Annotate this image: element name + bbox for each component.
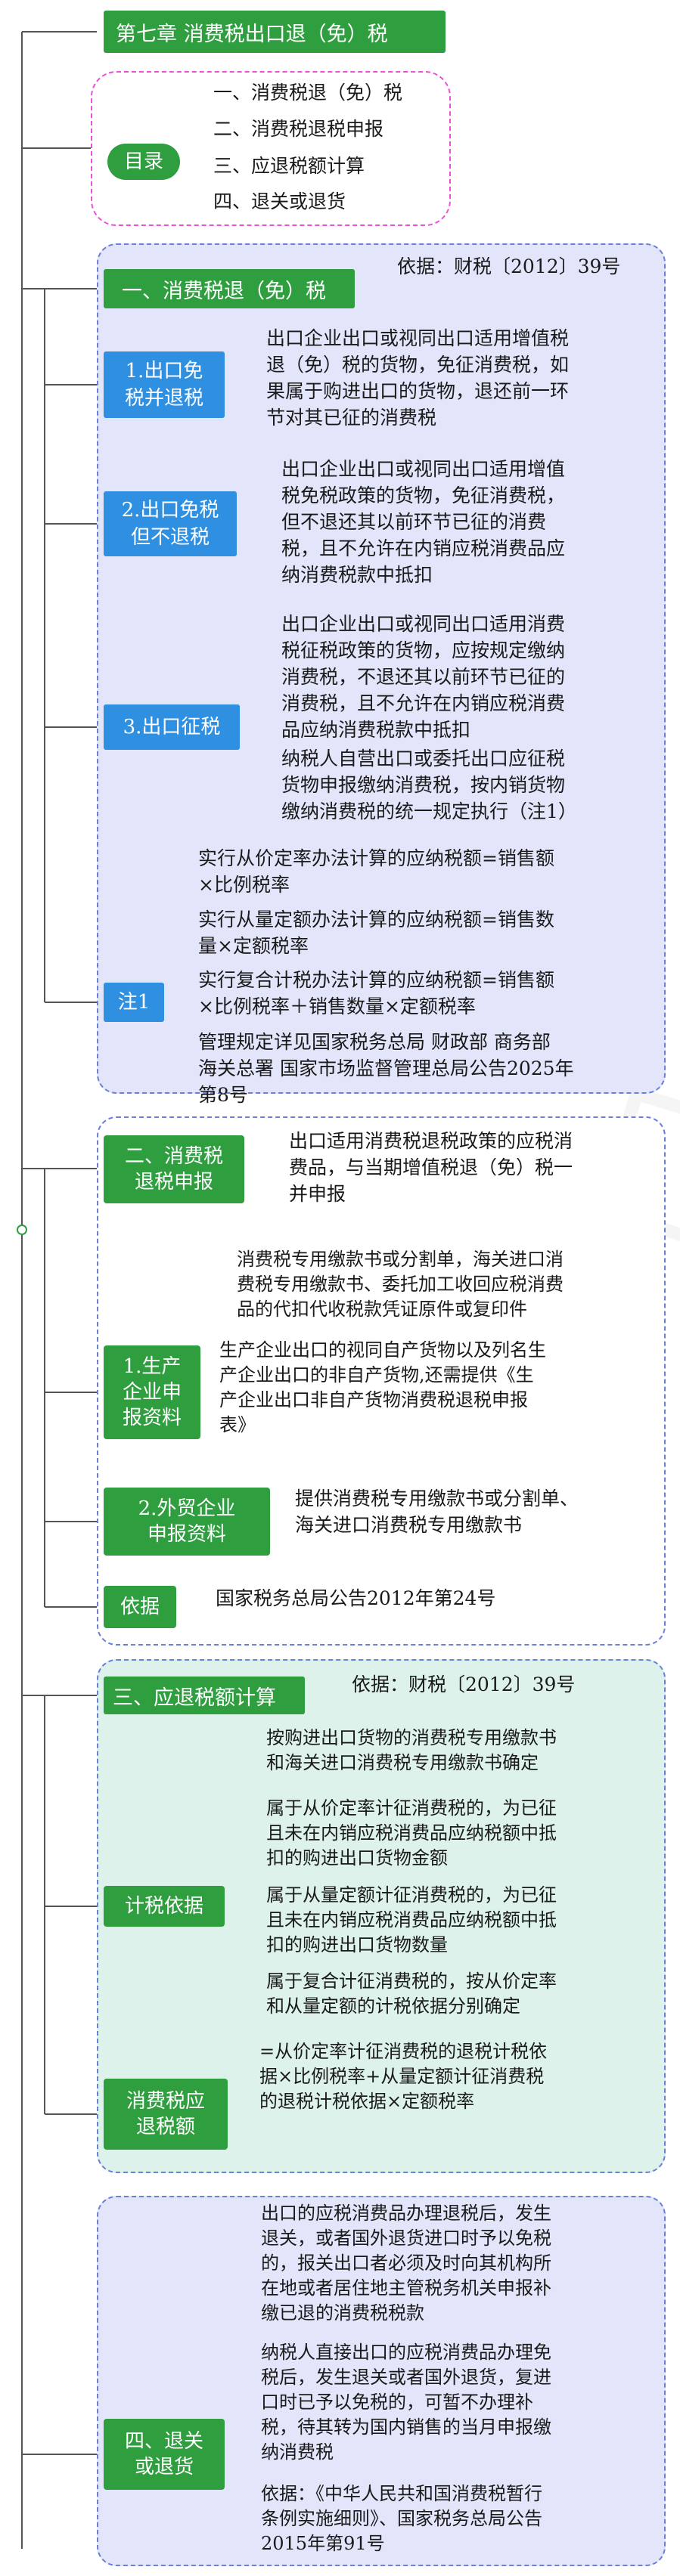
section1-node-2[interactable]: 2.出口免税但不退税 [104, 491, 237, 556]
section1-node-3-text: 出口企业出口或视同出口适用消费税征税政策的货物，应按规定缴纳消费税，不退还其以前… [281, 613, 566, 741]
section3-basis: 依据：财税〔2012〕39号 [352, 1673, 576, 1695]
tax-basis-item-3: 属于从量定额计征消费税的，为已征且未在内销应税消费品应纳税额中抵扣的购进出口货物… [266, 1884, 557, 1955]
tax-basis-item-1: 按购进出口货物的消费税专用缴款书和海关进口消费税专用缴款书确定 [266, 1727, 557, 1773]
note1-item-1: 实行从价定率办法计算的应纳税额=销售额×比例税率 [198, 847, 554, 896]
note1-item-3: 实行复合计税办法计算的应纳税额=销售额×比例税率＋销售数量×定额税率 [198, 969, 554, 1017]
section1-node-3[interactable]: 3.出口征税 [104, 704, 240, 750]
toc-item-2[interactable]: 二、消费税退税申报 [213, 118, 384, 140]
tax-basis-label[interactable]: 计税依据 [104, 1886, 225, 1927]
section4-item-1: 出口的应税消费品办理退税后，发生退关，或者国外退货进口时予以免税的，报关出口者必… [261, 2203, 551, 2324]
toc-label[interactable]: 目录 [107, 144, 180, 180]
toc-item-1[interactable]: 一、消费税退（免）税 [213, 82, 403, 104]
producer-label[interactable]: 1.生产企业申报资料 [104, 1345, 200, 1439]
collapse-toggle-icon[interactable] [17, 1225, 27, 1235]
section4-title[interactable]: 四、退关或退货 [104, 2419, 225, 2490]
refund-label[interactable]: 消费税应退税额 [104, 2079, 228, 2150]
section1-node-1[interactable]: 1.出口免税并退税 [104, 351, 225, 418]
section1-node-1-text: 出口企业出口或视同出口适用增值税退（免）税的货物，免征消费税，如果属于购进出口的… [266, 327, 570, 429]
trade-label[interactable]: 2.外贸企业申报资料 [104, 1488, 270, 1556]
section1-title[interactable]: 一、消费税退（免）税 [104, 269, 355, 308]
section2-title[interactable]: 二、消费税退税申报 [104, 1135, 244, 1203]
section1-node-2-text: 出口企业出口或视同出口适用增值税免税政策的货物，免征消费税，但不退还其以前环节已… [281, 458, 566, 586]
section3-title[interactable]: 三、应退税额计算 [104, 1677, 305, 1714]
section2-basis-text: 国家税务总局公告2012年第24号 [216, 1587, 496, 1609]
refund-text: =从价定率计征消费税的退税计税依据×比例税率+从量定额计征消费税的退税计税依据×… [259, 2041, 548, 2112]
section4-item-2: 纳税人直接出口的应税消费品办理免税后，发生退关或者国外退货，复进口时已予以免税的… [261, 2342, 551, 2463]
tax-basis-item-4: 属于复合计征消费税的，按从价定率和从量定额的计税依据分别确定 [266, 1971, 557, 2017]
section2-basis-label[interactable]: 依据 [104, 1586, 176, 1628]
section2-text: 出口适用消费税退税政策的应税消费品，与当期增值税退（免）税一并申报 [289, 1130, 573, 1205]
section1-node-3-text2: 纳税人自营出口或委托出口应征税货物申报缴纳消费税，按内销货物缴纳消费税的统一规定… [281, 748, 577, 822]
producer-item-1: 消费税专用缴款书或分割单，海关进口消费税专用缴款书、委托加工收回应税消费品的代扣… [237, 1249, 564, 1320]
chapter-title[interactable]: 第七章 消费税出口退（免）税 [104, 11, 446, 53]
note1-label[interactable]: 注1 [104, 983, 164, 1022]
toc-item-3[interactable]: 三、应退税额计算 [213, 155, 365, 177]
producer-item-2: 生产企业出口的视同自产货物以及列名生产企业出口的非自产货物,还需提供《生产企业出… [219, 1339, 546, 1435]
section1-basis: 依据：财税〔2012〕39号 [397, 255, 621, 277]
trade-text: 提供消费税专用缴款书或分割单、海关进口消费税专用缴款书 [295, 1488, 579, 1536]
section4-panel [97, 2196, 666, 2566]
tax-basis-item-2: 属于从价定率计征消费税的，为已征且未在内销应税消费品应纳税额中抵扣的购进出口货物… [266, 1797, 557, 1869]
note1-item-4: 管理规定详见国家税务总局 财政部 商务部海关总署 国家市场监督管理总局公告202… [198, 1031, 574, 1106]
note1-item-2: 实行从量定额办法计算的应纳税额=销售数量×定额税率 [198, 909, 554, 957]
toc-item-4[interactable]: 四、退关或退货 [213, 190, 346, 212]
